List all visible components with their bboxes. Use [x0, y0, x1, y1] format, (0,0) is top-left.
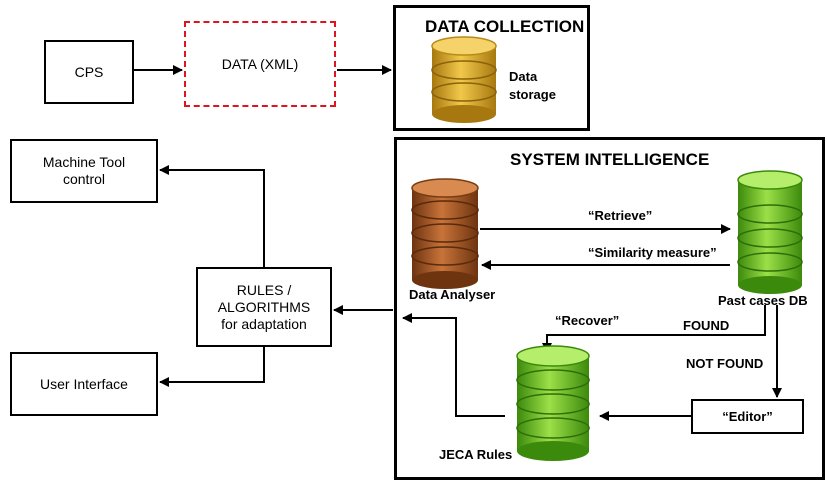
recover-label: “Recover” [555, 313, 620, 328]
user-interface-label: User Interface [40, 375, 128, 392]
machine-tool-line2: control [62, 171, 106, 187]
data-analyser-label: Data Analyser [409, 287, 496, 302]
arrow-found-recover [542, 305, 766, 353]
retrieve-label: “Retrieve” [588, 208, 653, 223]
data-xml-label: DATA (XML) [221, 55, 299, 72]
data-collection-title: DATA COLLECTION [425, 17, 585, 36]
machine-tool-box: Machine Tool control [10, 139, 158, 203]
rules-box: RULES / ALGORITHMS for adaptation [196, 267, 332, 347]
rules-line3: for adaptation [221, 315, 307, 332]
not-found-label: NOT FOUND [686, 356, 764, 371]
jeca-rules-label: JECA Rules [439, 447, 513, 462]
data-xml-box: DATA (XML) [184, 21, 336, 107]
database-green-icon [737, 170, 803, 294]
data-storage-label-2: storage [509, 87, 556, 102]
system-intelligence-title: SYSTEM INTELLIGENCE [510, 150, 710, 169]
user-interface-box: User Interface [10, 352, 158, 416]
similarity-label: “Similarity measure” [588, 245, 717, 260]
editor-box: “Editor” [691, 399, 804, 434]
data-storage-label-1: Data [509, 69, 538, 84]
rules-line2: ALGORITHMS [217, 298, 311, 315]
database-green-icon [516, 345, 590, 461]
database-brown-icon [411, 178, 479, 289]
found-label: FOUND [683, 318, 730, 333]
cps-box: CPS [44, 40, 134, 104]
arrow-rules-to-machine-tool [159, 165, 265, 267]
cps-label: CPS [74, 63, 104, 80]
rules-line1: RULES / [236, 281, 292, 298]
past-cases-label: Past cases DB [718, 293, 808, 308]
editor-label: “Editor” [722, 409, 773, 424]
machine-tool-line1: Machine Tool [42, 154, 126, 170]
arrow-jeca-to-rules [402, 313, 505, 417]
database-gold-icon [431, 36, 497, 123]
arrow-rules-to-user-interface [159, 347, 265, 387]
